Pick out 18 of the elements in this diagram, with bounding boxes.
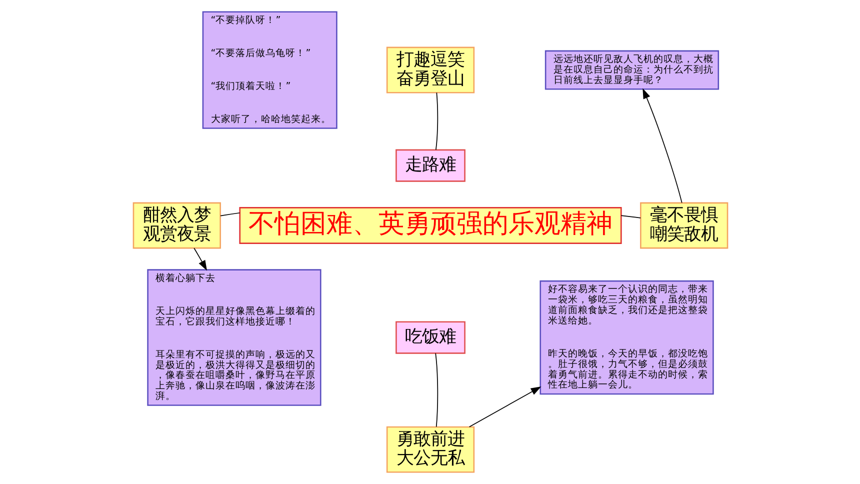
node-box: 毫不畏惧 嘲笑敌机 (640, 202, 728, 249)
node-box: 打趣逗笑 奋勇登山 (386, 46, 474, 94)
node-box: “不要掉队呀！” “不要落后做乌龟呀！” “我们顶着天啦！” 大家听了，哈哈地笑起来。 (202, 11, 337, 129)
connector (434, 352, 438, 428)
node-box: 不怕困难、英勇顽强的乐观精神 (238, 207, 622, 244)
connector (620, 215, 641, 218)
node-box: 勇敢前进 大公无私 (386, 426, 474, 473)
arrow (468, 386, 541, 428)
node-box: 吃饭难 (395, 321, 465, 354)
connector (220, 212, 240, 216)
connector (434, 92, 438, 150)
arrow (193, 248, 207, 271)
node-box: 酣然入梦 观赏夜景 (132, 202, 220, 249)
node-box: 远远地还听见敌人飞机的叹息，大概是在叹息自己的命运：为什么不到抗日前线上去显显身手呢？ (544, 50, 719, 90)
arrow (642, 88, 682, 204)
node-box: 走路难 (395, 149, 465, 182)
node-box: 好不容易来了一个认识的同志，带来一袋米，够吃三天的粮食，虽然明知道前面粮食缺乏，我们还是把这整袋米送给她。 昨天的晚饭，今天的早饭，都没吃饱。肚子很饿，力气不够，但是必须鼓着勇气前进。累得走不动的时候，索性在地上躺一会儿。 (539, 280, 714, 395)
node-box: 横着心躺下去 天上闪烁的星星好像黑色幕上缀着的宝石，它跟我们这样地接近哪！ 耳朵里有不可捉摸的声响，极远的又是极近的，极洪大得得又是极细切的，像春蚕在咀嚼桑叶，像野马在平原上奔驰，像山泉在呜咽，像波涛在澎湃。 (146, 269, 321, 406)
